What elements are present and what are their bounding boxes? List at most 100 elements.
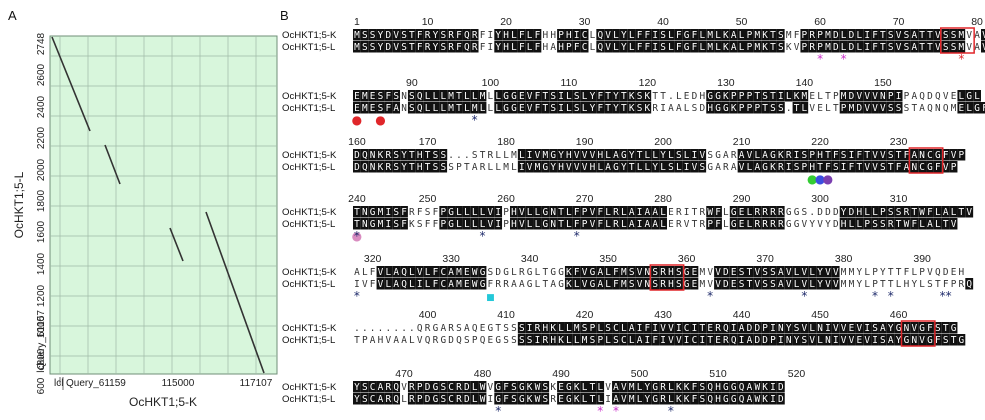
residue-box [627,149,636,161]
residue: V [896,42,902,53]
residue-box [651,266,660,278]
residue-box [816,161,824,173]
residue-box [761,90,770,102]
residue-box [886,149,895,161]
residue-box [776,149,785,161]
motif-highlight-box [940,27,975,54]
residue: . [378,323,384,334]
residue-box [415,90,424,102]
residue-box [353,218,361,230]
residue: W [472,267,478,278]
residue: F [637,30,643,41]
residue: P [880,207,886,218]
residue: R [676,207,682,218]
residue: T [927,42,933,53]
residue-box [353,41,361,53]
residue: I [699,335,705,346]
residue: L [597,382,603,393]
residue: F [574,42,580,53]
residue-box [549,381,558,393]
residue: L [825,103,831,114]
residue: F [535,91,541,102]
residue: V [582,162,588,173]
residue: Y [401,162,407,173]
residue: T [880,279,886,290]
residue-box [510,90,518,102]
residue: Y [817,267,823,278]
residue-box [596,29,605,41]
residue: V [935,30,941,41]
residue: R [425,42,431,53]
residue-box [839,29,848,41]
residue-box [824,278,832,290]
residue-box [376,334,385,346]
residue-box [816,29,824,41]
residue: A [919,103,925,114]
residue: G [503,267,509,278]
residue-box [714,334,722,346]
residue: V [896,30,902,41]
residue-box [651,393,660,405]
residue: S [456,323,462,334]
residue-box [651,29,660,41]
residue: L [841,42,847,53]
residue-box [612,393,620,405]
residue: F [370,279,376,290]
residue: S [888,30,894,41]
residue: S [433,162,439,173]
residue: R [456,394,462,405]
residue: N [778,323,784,334]
residue: S [770,279,776,290]
residue: T [754,91,760,102]
residue-box [580,393,589,405]
sequence-name: OcHKT1;5-K [282,323,337,334]
residue: P [582,207,588,218]
residue: T [542,267,548,278]
residue-box [667,381,675,393]
residue-box [871,29,879,41]
residue-box [855,102,864,114]
residue: F [535,30,541,41]
residue: L [488,103,494,114]
residue-box [902,90,911,102]
residue-box [470,90,479,102]
residue: T [911,207,917,218]
residue-box [933,102,942,114]
residue-box [533,149,542,161]
residue-box [635,278,644,290]
residue-box [871,90,879,102]
residue: S [362,42,368,53]
residue: L [464,219,470,230]
residue-box [439,149,448,161]
residue: M [825,42,831,53]
residue: P [739,91,745,102]
residue: L [409,267,415,278]
residue: S [425,207,431,218]
residue-box [886,334,895,346]
residue-box [455,41,463,53]
residue: L [480,207,486,218]
residue: V [951,219,957,230]
residue: N [935,103,941,114]
residue: I [637,207,643,218]
residue: V [699,150,705,161]
residue-box [659,102,667,114]
residue: A [378,394,384,405]
residue: V [754,267,760,278]
residue-box [965,278,974,290]
residue: M [503,162,509,173]
residue-box [871,206,879,218]
residue: V [684,219,690,230]
residue: M [849,103,855,114]
residue-box [729,149,738,161]
residue: S [401,42,407,53]
residue: S [778,42,784,53]
y-tick-label: 800 [36,348,47,365]
residue: A [597,279,603,290]
residue: F [574,219,580,230]
residue: R [786,150,792,161]
residue-box [667,278,675,290]
residue: H [542,323,548,334]
residue: L [739,42,745,53]
residue: A [613,394,619,405]
